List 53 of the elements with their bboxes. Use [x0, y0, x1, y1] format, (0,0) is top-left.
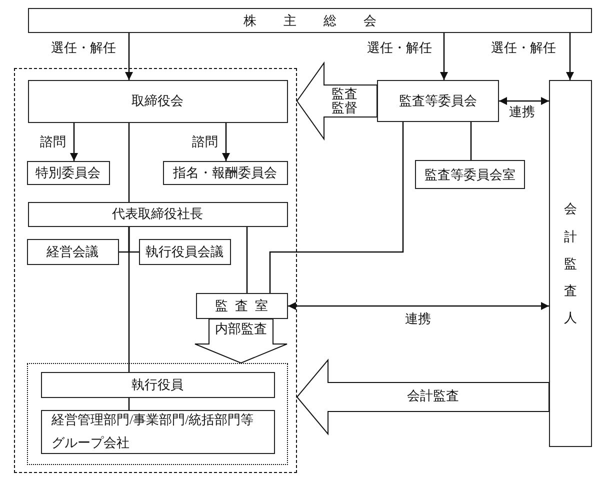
box-label: 執行役員 [132, 376, 184, 392]
edge-label: 連携 [509, 105, 535, 119]
box-label: 指名・報酬委員会 [173, 164, 277, 180]
org-box [162, 160, 288, 184]
box-label: 監査等委員会 [399, 93, 477, 109]
box-label: 特別委員会 [36, 164, 100, 180]
arrow [288, 302, 549, 310]
box-label: 代表取締役社長 [112, 206, 203, 222]
org-box [28, 202, 288, 226]
connector-line [128, 123, 130, 202]
edge-label: 選任・解任 [51, 41, 116, 55]
edge-label: 会計監査 [407, 389, 459, 403]
edge-label: 連携 [405, 312, 431, 326]
org-box [40, 372, 274, 398]
edge-label: 選任・解任 [491, 41, 556, 55]
arrow [70, 123, 78, 161]
edge-label: 諮問 [192, 135, 218, 149]
box-label: 経営会議 [46, 244, 98, 260]
org-box [28, 8, 592, 33]
connector-line [128, 227, 130, 372]
org-box [28, 80, 288, 122]
org-box [40, 410, 274, 454]
box-label: 経営管理部門/事業部門/統括部門等 [52, 412, 254, 428]
org-box [549, 80, 592, 447]
box-label: 株主総会 [242, 12, 404, 28]
edge-label: 諮問 [40, 135, 66, 149]
edge-label: 内部監査 [215, 322, 267, 336]
block-arrow [296, 358, 550, 436]
org-box [26, 160, 110, 184]
box-label: 会計監査人 [564, 200, 577, 328]
arrow [440, 33, 448, 80]
connector-line [470, 122, 472, 160]
edge-label: 選任・解任 [367, 41, 432, 55]
org-box [26, 238, 118, 264]
dotted-boundary [26, 362, 288, 464]
org-box [377, 80, 499, 122]
org-box [138, 238, 230, 264]
org-box [415, 160, 525, 189]
connector-line [128, 398, 130, 410]
arrow [222, 123, 230, 161]
box-label: 監査室 [214, 298, 275, 314]
connector-line [269, 122, 404, 293]
box-label: 取締役会 [132, 93, 184, 109]
connector-line [246, 227, 248, 293]
arrow [566, 33, 574, 80]
dashed-boundary [14, 68, 297, 473]
org-box [196, 292, 288, 318]
box-label: 執行役員会議 [146, 244, 224, 260]
arrow [499, 97, 549, 105]
edge-label: 監査監督 [331, 87, 358, 115]
box-label: グループ会社 [52, 435, 130, 451]
box-label: 監査等委員会室 [424, 166, 516, 182]
arrow [125, 33, 133, 80]
